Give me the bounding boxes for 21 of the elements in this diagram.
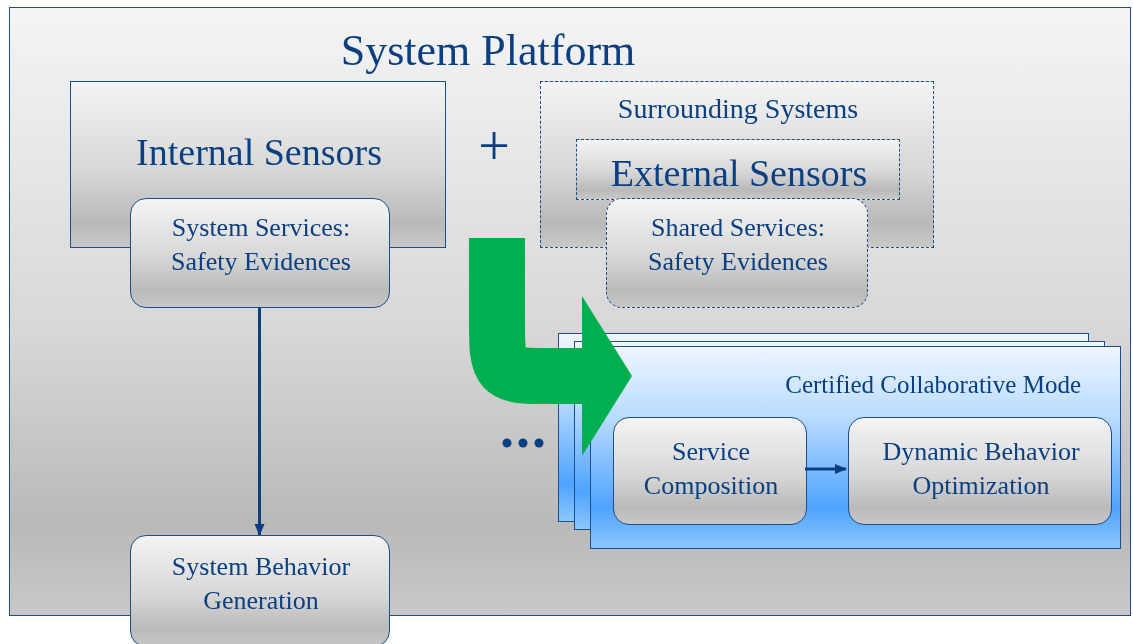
node-label: External Sensors xyxy=(609,151,869,196)
plus-sign: + xyxy=(477,118,511,174)
node-label: Dynamic Behavior Optimization xyxy=(881,436,1081,502)
arrow xyxy=(805,464,847,474)
service-box xyxy=(606,198,868,308)
node-label: Surrounding Systems xyxy=(616,92,860,126)
node-label: Service Composition xyxy=(642,436,780,502)
process-box xyxy=(613,417,807,525)
arrow xyxy=(254,307,265,536)
process-box xyxy=(130,535,390,644)
service-box xyxy=(130,198,390,308)
sensor-box xyxy=(576,139,900,200)
node-label: Internal Sensors xyxy=(135,130,383,175)
node-label: System Behavior Generation xyxy=(170,551,352,617)
node-label: Shared Services: Safety Evidences xyxy=(647,212,829,278)
node-label: System Services: Safety Evidences xyxy=(170,212,352,278)
mode-card xyxy=(590,346,1121,549)
node-label: Certified Collaborative Mode xyxy=(784,370,1081,400)
platform-panel xyxy=(9,7,1131,616)
node-label: System Platform xyxy=(339,25,637,77)
process-box xyxy=(848,417,1112,525)
